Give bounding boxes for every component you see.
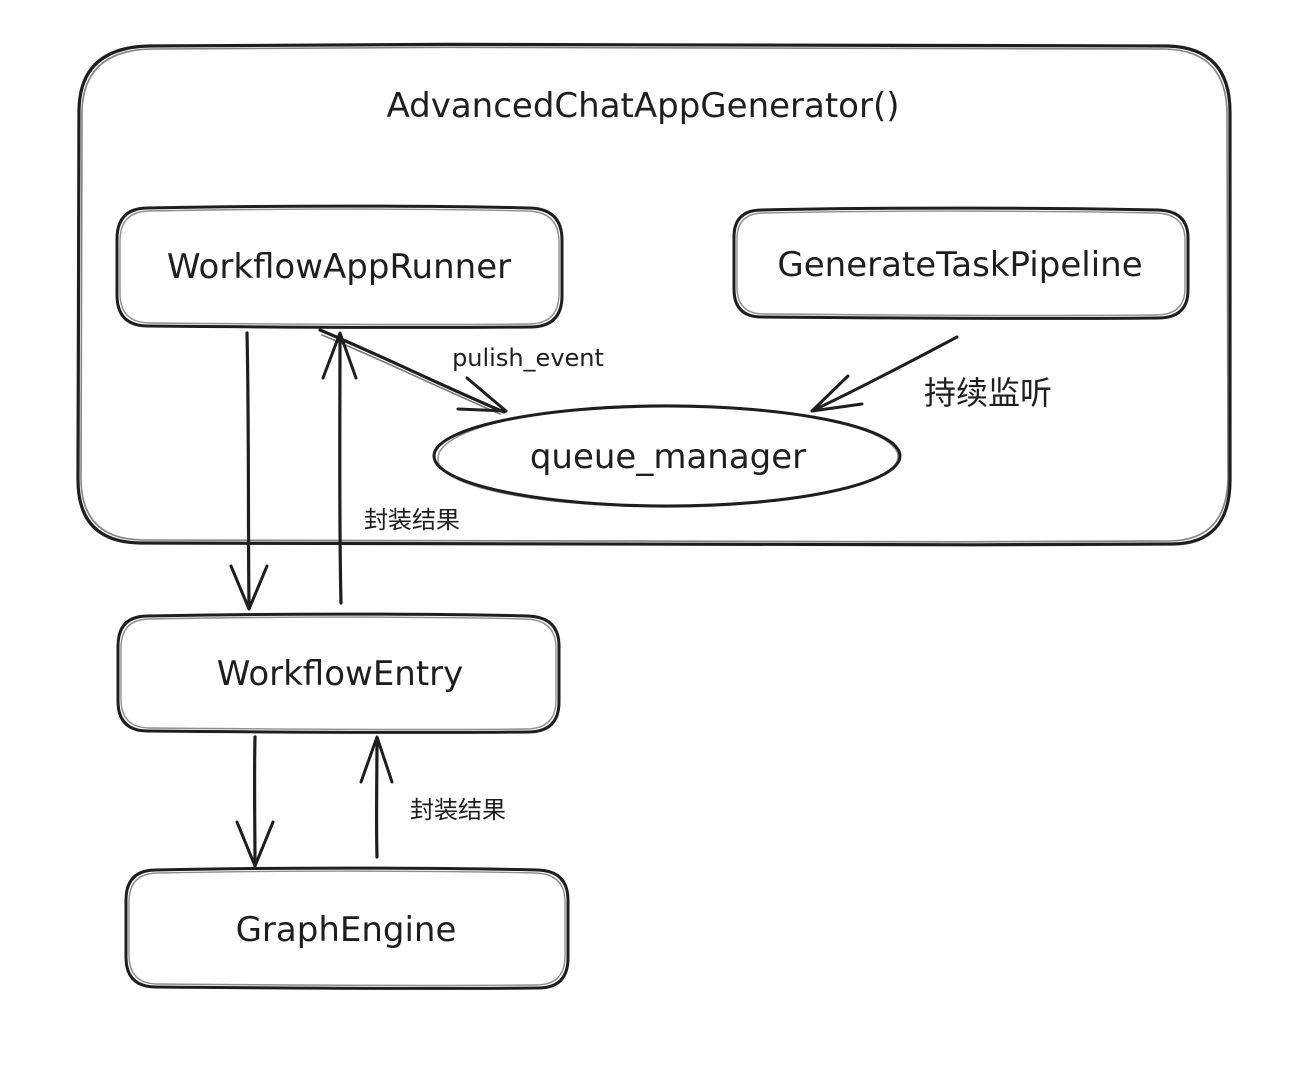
edge-runner-to-queue: pulish_event	[318, 328, 604, 415]
edge-runner-to-entry	[229, 331, 269, 611]
edge-pipeline-to-queue: 持续监听	[810, 335, 1052, 413]
node-generate-task-pipeline[interactable]: GenerateTaskPipeline	[732, 206, 1190, 320]
node-label: queue_manager	[530, 437, 806, 477]
edge-label: 封装结果	[410, 796, 506, 824]
edge-label: 封装结果	[364, 506, 460, 534]
node-label: GraphEngine	[236, 910, 457, 950]
node-label: WorkflowEntry	[217, 654, 464, 694]
edge-entry-to-engine	[235, 735, 275, 868]
node-graph-engine[interactable]: GraphEngine	[124, 866, 570, 990]
edge-engine-to-entry: 封装结果	[359, 735, 506, 859]
node-workflow-entry[interactable]: WorkflowEntry	[116, 612, 561, 734]
node-workflow-app-runner[interactable]: WorkflowAppRunner	[115, 204, 564, 329]
edge-entry-to-runner: 封装结果	[321, 331, 460, 605]
node-label: GenerateTaskPipeline	[777, 245, 1142, 285]
node-queue-manager[interactable]: queue_manager	[432, 404, 902, 508]
edge-label: 持续监听	[924, 374, 1052, 412]
edge-label: pulish_event	[452, 344, 604, 372]
container-title: AdvancedChatAppGenerator()	[386, 86, 899, 126]
node-label: WorkflowAppRunner	[167, 247, 511, 287]
